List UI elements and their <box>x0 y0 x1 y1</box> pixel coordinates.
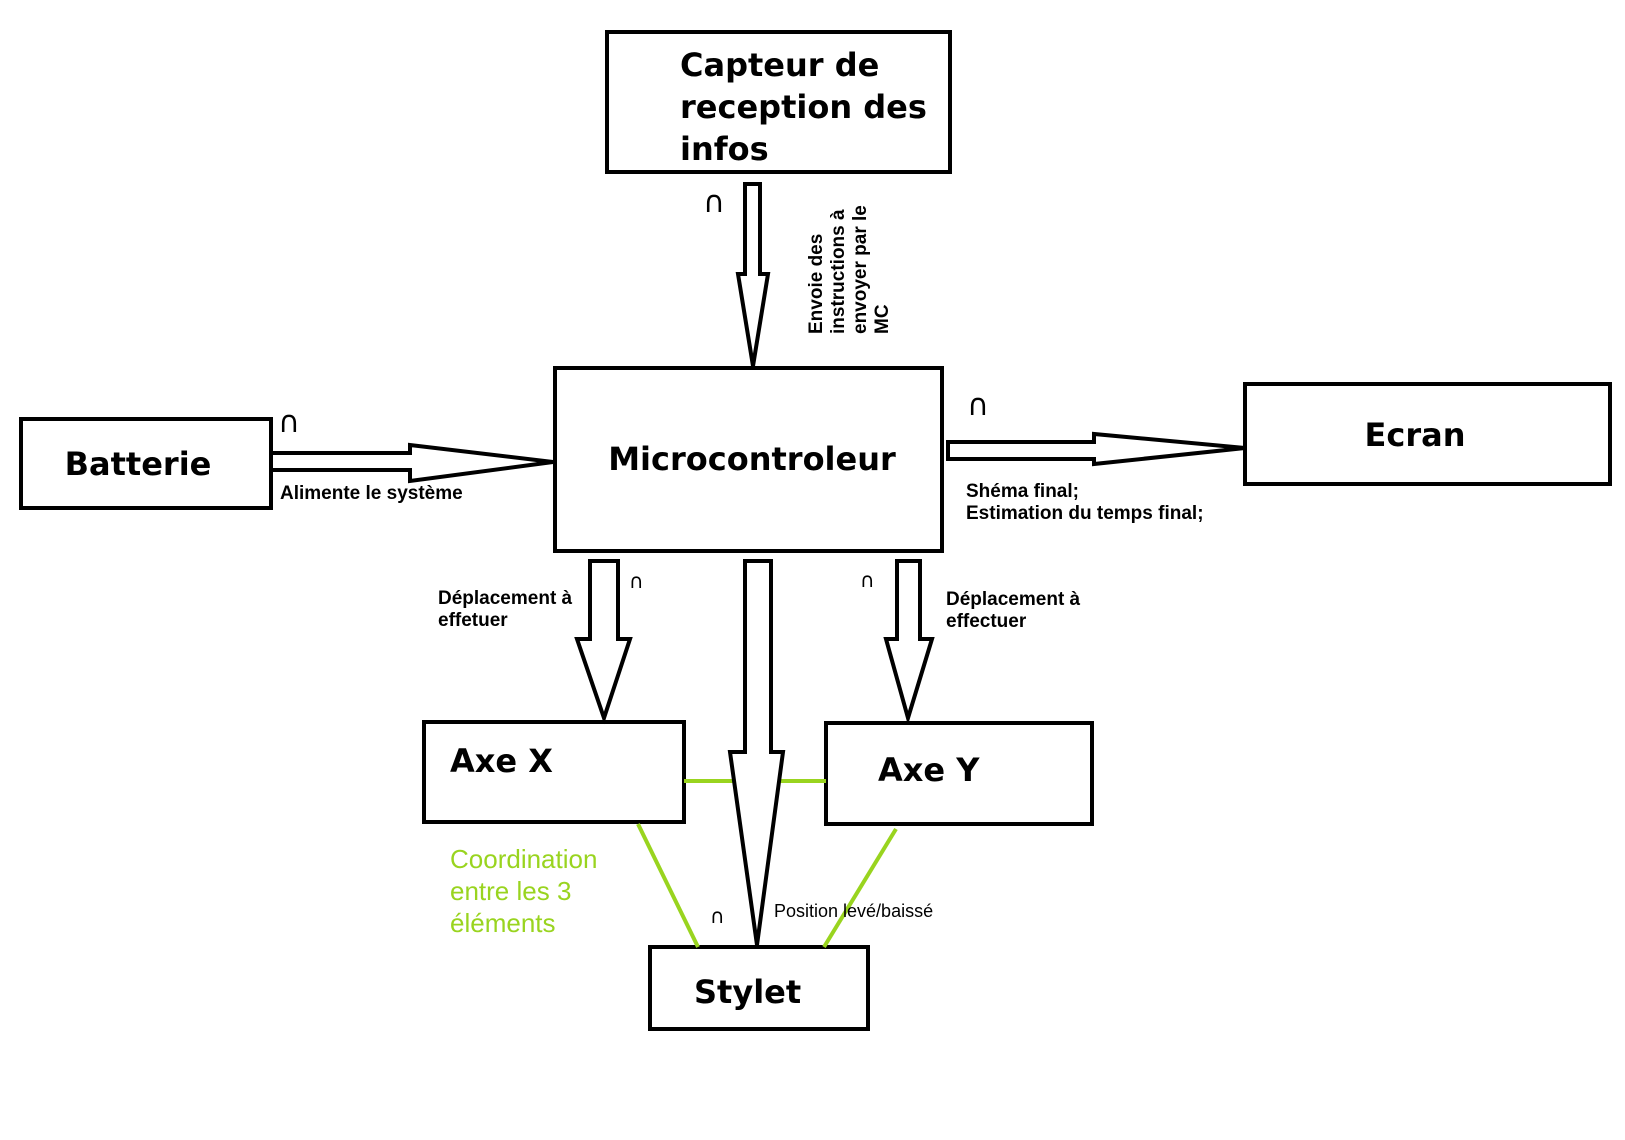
label-envoie-instructions-line: Envoie des <box>806 234 827 334</box>
label-coordination-line: Coordination <box>450 844 597 874</box>
batterie-box <box>19 417 273 510</box>
arrow-capteur-to-micro <box>735 182 771 367</box>
label-envoie-instructions-line: MC <box>872 304 893 334</box>
cap-symbol-axe-y: ∩ <box>860 568 875 592</box>
axe-y-box <box>824 721 1094 826</box>
arrow-micro-to-axe-x <box>574 559 633 725</box>
ecran-label: Ecran <box>1365 416 1466 454</box>
label-deplacement-x-line: effetuer <box>438 610 508 631</box>
cap-symbol-batterie: ∩ <box>278 405 300 440</box>
label-deplacement-y-line: Déplacement à <box>946 589 1081 610</box>
label-coordination-line: entre les 3 <box>450 876 571 906</box>
capteur-box <box>605 30 952 174</box>
batterie-label: Batterie <box>65 445 212 483</box>
axe-x-box <box>422 720 686 824</box>
cap-symbol-ecran: ∩ <box>967 388 989 423</box>
label-alimente: Alimente le système <box>280 483 463 504</box>
coordination-line-x-stylet <box>636 823 700 948</box>
cap-symbol-stylet: ∩ <box>710 904 725 928</box>
capteur-label: Capteur de reception des infos <box>680 46 927 168</box>
axe-x-label: Axe X <box>450 742 553 780</box>
axe-y-label: Axe Y <box>878 751 980 789</box>
arrow-micro-to-axe-y <box>883 559 935 726</box>
capteur-label-line: infos <box>680 130 769 168</box>
label-position: Position levé/baissé <box>774 901 933 921</box>
stylet-label: Stylet <box>694 973 801 1011</box>
label-deplacement-y-line: effectuer <box>946 611 1027 632</box>
microcontroleur-box <box>553 366 944 553</box>
arrow-micro-to-ecran <box>946 431 1246 467</box>
cap-symbol-capteur: ∩ <box>703 185 725 220</box>
stylet-box <box>648 945 870 1031</box>
label-envoie-instructions-line: instructions à <box>828 209 849 334</box>
label-coordination-line: éléments <box>450 908 556 938</box>
ecran-box <box>1243 382 1612 486</box>
label-ecran-line2: Estimation du temps final; <box>966 503 1204 524</box>
microcontroleur-label: Microcontroleur <box>608 440 896 478</box>
capteur-label-line: reception des <box>680 88 927 126</box>
cap-symbol-axe-x: ∩ <box>629 569 644 593</box>
label-ecran-line1: Shéma final; <box>966 481 1079 502</box>
coordination-line-y-stylet <box>822 827 898 949</box>
label-envoie-instructions-line: envoyer par le <box>850 205 871 334</box>
capteur-label-line: Capteur de <box>680 46 879 84</box>
arrow-batterie-to-micro <box>269 442 554 484</box>
arrow-micro-to-stylet <box>727 559 786 946</box>
label-deplacement-x-line: Déplacement à <box>438 588 573 609</box>
label-envoie-instructions: Envoie desinstructions àenvoyer par leMC <box>806 205 893 334</box>
